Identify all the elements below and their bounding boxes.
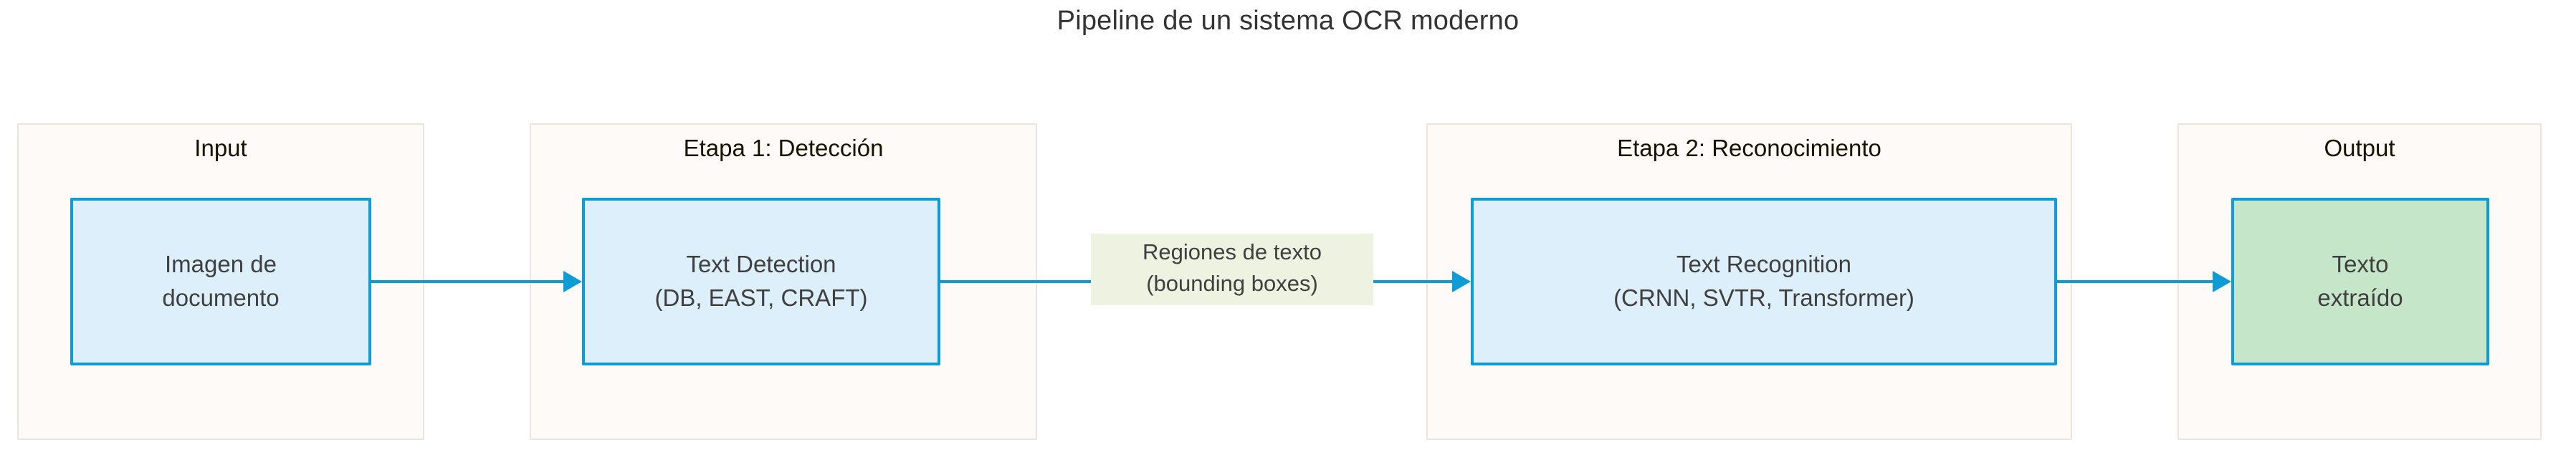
node-output-line-2: extraído	[2317, 284, 2403, 311]
diagram-title: Pipeline de un sistema OCR moderno	[1056, 6, 1520, 36]
edge-label-line-2: (bounding boxes)	[1146, 271, 1318, 297]
node-imagen-de-documento[interactable]: Imagen de documento	[70, 198, 371, 365]
edge-input-to-detection-line	[371, 280, 563, 283]
node-input-line-1: Imagen de	[165, 251, 277, 278]
subgraph-input-title: Input	[194, 135, 247, 161]
node-detect-line-1: Text Detection	[686, 251, 836, 278]
node-output-line-1: Texto	[2332, 251, 2389, 278]
node-recog-line-2: (CRNN, SVTR, Transformer)	[1613, 284, 1914, 311]
subgraph-stage2-title: Etapa 2: Reconocimiento	[1617, 135, 1881, 161]
subgraph-stage1-title: Etapa 1: Detección	[683, 135, 884, 161]
node-input-line-2: documento	[162, 284, 280, 311]
edge-input-to-detection-arrowhead-icon	[563, 271, 582, 292]
edge-label-regiones-de-texto: Regiones de texto (bounding boxes)	[1091, 234, 1373, 306]
edge-recognition-to-output-arrowhead-icon	[2213, 271, 2231, 292]
node-recog-line-1: Text Recognition	[1676, 251, 1851, 278]
edge-detection-to-recognition-arrowhead-icon	[1452, 271, 1471, 292]
node-text-recognition[interactable]: Text Recognition (CRNN, SVTR, Transforme…	[1471, 198, 2057, 365]
node-texto-extraido[interactable]: Texto extraído	[2231, 198, 2489, 365]
edge-detection-to-recognition-line-left	[940, 280, 1091, 283]
node-detect-line-2: (DB, EAST, CRAFT)	[654, 284, 868, 311]
edge-recognition-to-output-line	[2057, 280, 2213, 283]
subgraph-output-title: Output	[2324, 135, 2395, 161]
node-text-detection[interactable]: Text Detection (DB, EAST, CRAFT)	[582, 198, 940, 365]
edge-label-line-1: Regiones de texto	[1142, 239, 1322, 264]
edge-detection-to-recognition-line-right	[1373, 280, 1452, 283]
